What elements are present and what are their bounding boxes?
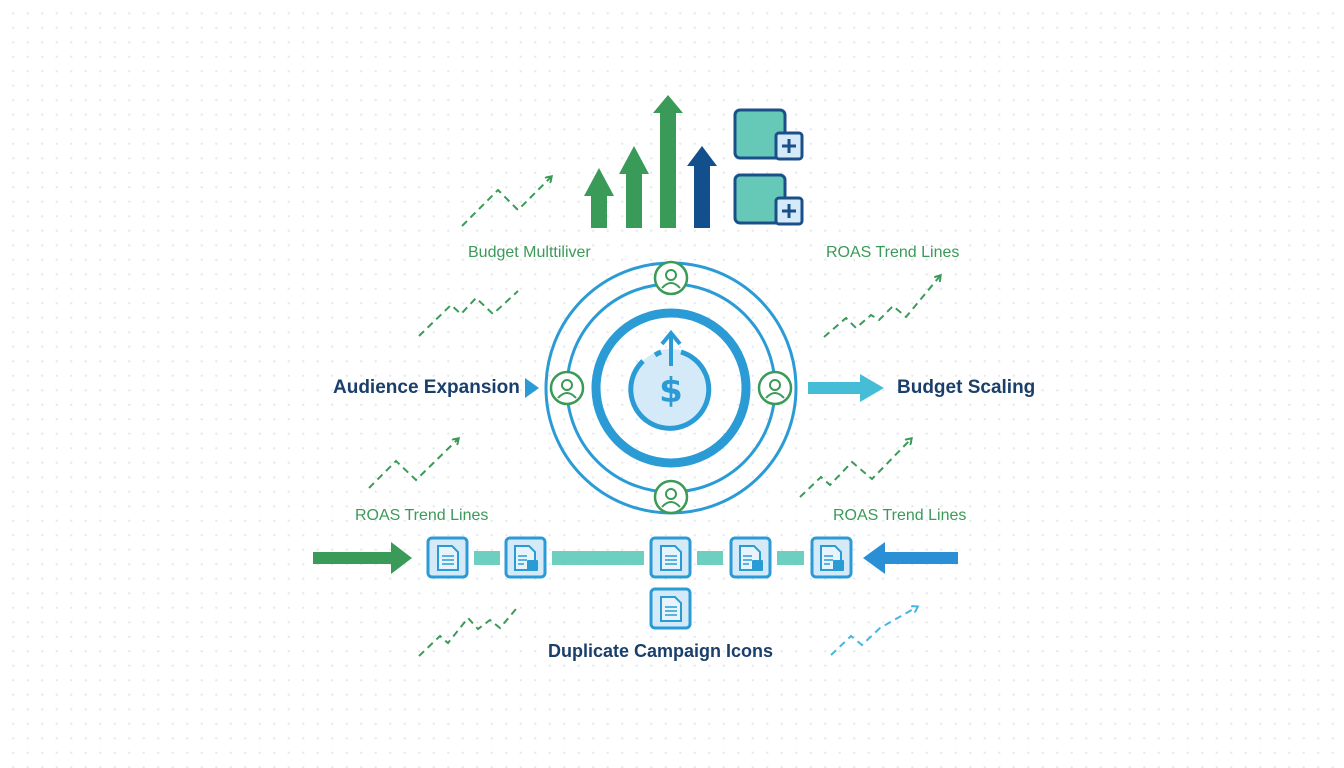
arrow-left-icon xyxy=(863,542,958,574)
roas-trend-label-bottom-left: ROAS Trend Lines xyxy=(355,507,489,524)
arrow-right-icon xyxy=(808,374,884,402)
budget-multiplier-label: Budget Multtiliver xyxy=(468,244,591,261)
arrow-up-icon xyxy=(584,168,614,228)
trend-line-icon xyxy=(830,607,917,656)
document-icon xyxy=(426,536,469,579)
trend-line-icon xyxy=(418,608,517,657)
campaign-pipeline xyxy=(313,536,958,630)
roas-trend-label-bottom-right: ROAS Trend Lines xyxy=(833,507,967,524)
arrow-up-icon xyxy=(653,95,683,228)
arrow-right-icon xyxy=(313,542,412,574)
dollar-growth-icon: $ xyxy=(628,329,712,431)
user-icon xyxy=(757,370,793,406)
document-icon xyxy=(649,536,692,579)
arrow-right-icon xyxy=(525,378,539,398)
roas-trend-label-top-right: ROAS Trend Lines xyxy=(826,244,960,261)
growth-arrows xyxy=(584,95,717,228)
trend-line-icon xyxy=(368,439,458,489)
arrow-up-icon xyxy=(619,146,649,228)
svg-text:$: $ xyxy=(659,371,683,411)
user-icon xyxy=(653,479,689,515)
trend-line-icon xyxy=(799,439,911,498)
arrow-up-icon xyxy=(687,146,717,228)
document-copy-icon xyxy=(504,536,547,579)
document-copy-icon xyxy=(729,536,772,579)
add-box-icon xyxy=(733,108,804,161)
trend-line-icon xyxy=(823,276,940,338)
budget-scaling-label: Budget Scaling xyxy=(897,377,1036,398)
trend-line-icon xyxy=(418,290,519,337)
audience-expansion-label: Audience Expansion xyxy=(333,377,520,398)
trend-lines xyxy=(368,177,940,657)
user-icon xyxy=(549,370,585,406)
document-icon xyxy=(649,587,692,630)
add-box-icon xyxy=(733,173,804,226)
duplicate-campaign-label: Duplicate Campaign Icons xyxy=(548,641,774,661)
orbit-diagram: $ xyxy=(544,260,798,515)
trend-line-icon xyxy=(461,177,551,227)
user-icon xyxy=(653,260,689,296)
document-copy-icon xyxy=(810,536,853,579)
